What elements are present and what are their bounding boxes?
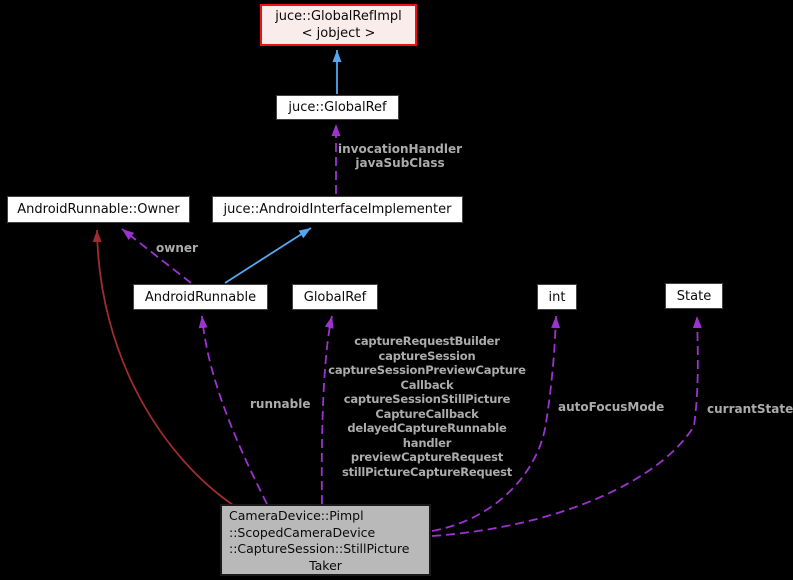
edge-usage-taker-globalref: [320, 315, 334, 505]
edge-usage-androidrunnable-owner: [121, 228, 192, 284]
edge-label-autofocusmode: autoFocusMode: [558, 400, 665, 414]
node-juce-globalref[interactable]: juce::GlobalRef: [276, 95, 399, 120]
node-int-label: int: [548, 289, 566, 305]
node-globalref-member[interactable]: GlobalRef: [292, 284, 378, 310]
node-androidrunnable[interactable]: AndroidRunnable: [133, 284, 268, 310]
node-androidrunnable-label: AndroidRunnable: [144, 289, 257, 305]
edge-label-invocationhandler: invocationHandler: [337, 142, 462, 156]
edge-usage-taker-int: [431, 315, 561, 532]
edge-label-stillpicturecapturerequest: stillPictureCaptureRequest: [341, 464, 513, 479]
edge-label-callback: Callback: [400, 377, 454, 392]
node-globalrefimpl[interactable]: juce::GlobalRefImpl < jobject >: [260, 4, 417, 46]
edge-label-globalref-members: captureRequestBuilder captureSession cap…: [317, 334, 537, 479]
edge-label-currantstate: currantState: [707, 402, 793, 416]
edge-inherit-taker-owner: [92, 229, 234, 506]
edge-label-capturesession: captureSession: [378, 348, 476, 363]
edge-inherit-androidrunnable-interface: [224, 227, 312, 284]
edge-label-owner: owner: [156, 241, 198, 255]
edge-label-delayedcapturerunnable: delayedCaptureRunnable: [347, 421, 507, 435]
node-stillpicturetaker-line3: ::CaptureSession::StillPicture: [229, 541, 410, 556]
node-state[interactable]: State: [665, 283, 723, 309]
node-state-label: State: [676, 288, 712, 304]
edge-label-capturesessionstillpicture: captureSessionStillPicture: [343, 392, 511, 406]
edge-label-invocationhandler-javasubclass: invocationHandler javaSubClass: [334, 142, 466, 170]
node-androidrunnable-owner-label: AndroidRunnable::Owner: [17, 202, 180, 217]
edge-label-previewcapturerequest: previewCaptureRequest: [350, 450, 504, 464]
node-androidinterfaceimplementer-label: juce::AndroidInterfaceImplementer: [223, 202, 452, 217]
edge-label-capturecallback: CaptureCallback: [375, 406, 479, 421]
edge-label-handler: handler: [402, 435, 452, 450]
edge-label-runnable: runnable: [250, 397, 311, 411]
node-stillpicturetaker-line4: Taker: [309, 557, 342, 573]
edge-label-capturerequestbuilder: captureRequestBuilder: [354, 334, 500, 348]
node-int[interactable]: int: [537, 284, 577, 310]
node-stillpicturetaker[interactable]: CameraDevice::Pimpl ::ScopedCameraDevice…: [220, 504, 431, 576]
node-stillpicturetaker-line2: ::ScopedCameraDevice: [229, 524, 376, 540]
node-androidinterfaceimplementer[interactable]: juce::AndroidInterfaceImplementer: [212, 196, 463, 223]
edge-usage-taker-state: [431, 315, 702, 537]
node-globalref-member-label: GlobalRef: [303, 289, 367, 305]
node-juce-globalref-label: juce::GlobalRef: [288, 100, 387, 115]
edge-usage-taker-androidrunnable: [198, 315, 268, 505]
edge-label-capturesessionpreviewcapture: captureSessionPreviewCapture: [328, 363, 526, 377]
node-androidrunnable-owner[interactable]: AndroidRunnable::Owner: [7, 196, 190, 223]
node-globalrefimpl-line2: < jobject >: [301, 26, 376, 41]
edge-label-javasubclass: javaSubClass: [355, 156, 445, 170]
node-globalrefimpl-line1: juce::GlobalRefImpl: [275, 9, 402, 24]
node-stillpicturetaker-line1: CameraDevice::Pimpl: [229, 508, 364, 523]
